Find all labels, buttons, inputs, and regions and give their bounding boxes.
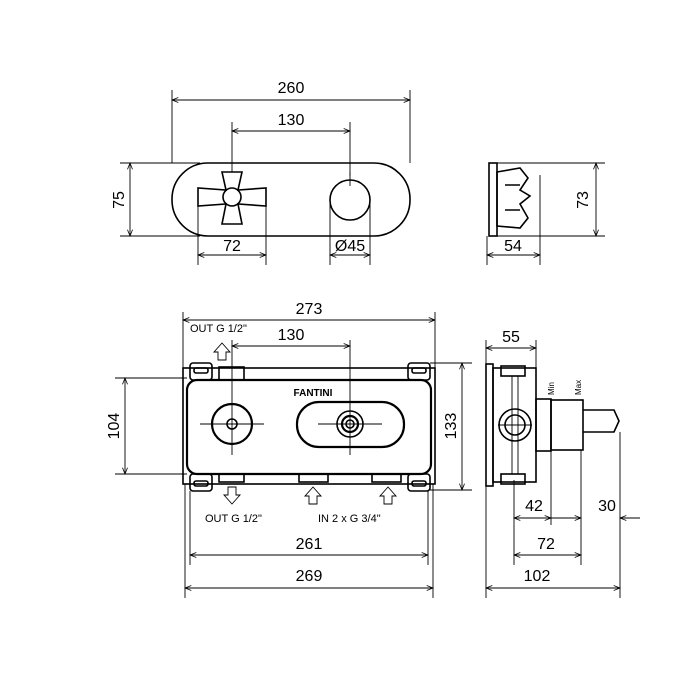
- box-frame: [182, 367, 436, 485]
- dim-diameter-45: Ø45: [335, 238, 365, 255]
- cover-plate: [171, 162, 411, 237]
- dim-269: 269: [296, 568, 323, 585]
- dim-42: 42: [525, 498, 543, 515]
- dim-73: 73: [575, 191, 592, 209]
- label-out-top: OUT G 1/2": [190, 323, 247, 335]
- label-out-bottom: OUT G 1/2": [205, 513, 262, 525]
- dim-72-front: 72: [223, 238, 241, 255]
- arrow-down-icon: [222, 486, 242, 505]
- brand-label: FANTINI: [294, 388, 333, 399]
- valve-stem: [550, 399, 584, 451]
- arrow-up-icon: [212, 342, 232, 361]
- side-handle: [496, 167, 532, 229]
- dim-75: 75: [111, 191, 128, 209]
- label-max: Max: [574, 380, 583, 395]
- cross-handle: [197, 171, 267, 225]
- dim-261: 261: [296, 536, 323, 553]
- arrow-up-icon: [303, 486, 323, 505]
- arrow-up-icon: [378, 486, 398, 505]
- dim-260: 260: [278, 80, 305, 97]
- dim-54: 54: [504, 238, 522, 255]
- dim-133: 133: [443, 413, 460, 440]
- dim-72-side: 72: [537, 536, 555, 553]
- dim-30: 30: [598, 498, 616, 515]
- dim-130-box: 130: [278, 327, 305, 344]
- dim-104: 104: [106, 413, 123, 440]
- side-view: 73 54: [487, 163, 605, 265]
- box-side-view: Min Max 55 42 30 72 102: [486, 329, 640, 598]
- front-view: 260 130 75 72 Ø45: [111, 80, 410, 265]
- label-in: IN 2 x G 3/4": [318, 513, 381, 525]
- valve-opening: [295, 400, 406, 449]
- label-min: Min: [547, 382, 556, 395]
- spindle: [583, 409, 620, 433]
- mounting-brackets: [189, 362, 431, 492]
- dim-55: 55: [502, 329, 520, 346]
- dim-273: 273: [296, 301, 323, 318]
- side-plate: [488, 162, 498, 237]
- dim-102: 102: [524, 568, 551, 585]
- dim-130-top: 130: [278, 112, 305, 129]
- box-front-view: FANTINI OUT G 1/2" OUT G 1/2" IN 2 x G 3…: [106, 301, 472, 598]
- box-side-plate: [485, 363, 494, 487]
